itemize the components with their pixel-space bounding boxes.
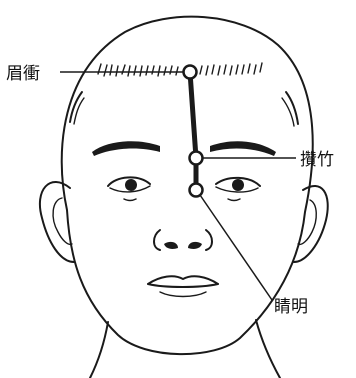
label-meichong: 眉衝 <box>6 64 40 84</box>
hairline <box>98 63 262 76</box>
eyebrow-right <box>210 141 276 156</box>
mouth-lower-lip <box>160 292 206 297</box>
label-zanzhu: 攢竹 <box>300 150 334 170</box>
nostril-right <box>188 242 202 249</box>
pupil-left <box>125 179 137 191</box>
neck-left <box>90 322 108 378</box>
point-zanzhu <box>190 152 203 165</box>
meridian-line <box>190 72 196 190</box>
eyebrow-left <box>92 141 160 156</box>
neck-right <box>256 320 280 378</box>
mouth-upper-lip <box>148 276 218 284</box>
ear-right <box>294 186 328 262</box>
under-eye-left <box>124 199 136 201</box>
label-jingming: 睛明 <box>274 297 308 317</box>
nose-left <box>154 230 160 250</box>
under-eye-right <box>228 199 240 201</box>
mouth-line <box>148 284 218 287</box>
point-jingming <box>190 184 203 197</box>
nose-right <box>206 230 212 250</box>
nostril-left <box>164 242 178 249</box>
pupil-right <box>232 179 244 191</box>
point-meichong <box>184 66 197 79</box>
